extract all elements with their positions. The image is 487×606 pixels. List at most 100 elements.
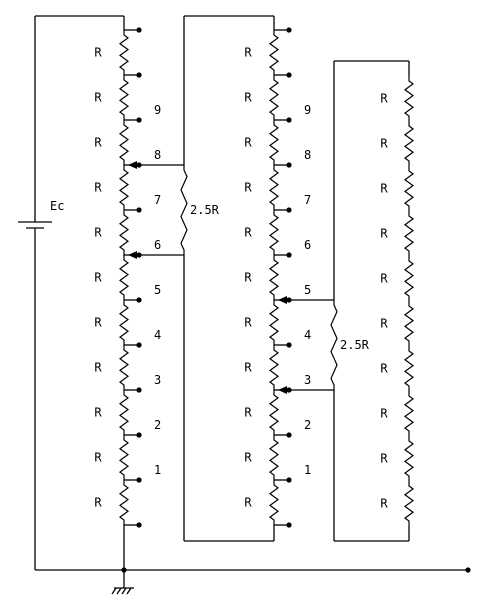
stage2-resistor-label: R: [244, 91, 252, 105]
stage1-tap-label: 8: [154, 148, 161, 162]
stage1-tap-terminal: [136, 477, 142, 483]
wiper-tap-3-arrow: [278, 386, 287, 394]
ground-hatch: [116, 587, 122, 595]
stage2-tap-terminal: [286, 207, 292, 213]
stage3-resistor: [403, 256, 415, 301]
stage1-resistor: [118, 345, 130, 390]
stage3-resistor: [403, 121, 415, 166]
stage2-resistor: [268, 345, 280, 390]
stage2-tap-terminal: [286, 342, 292, 348]
stage2-resistor: [268, 300, 280, 345]
stage2-resistor: [268, 480, 280, 525]
stage1-tap-terminal: [136, 252, 142, 258]
stage1-tap-label: 4: [154, 328, 161, 342]
stage1-resistor: [118, 210, 130, 255]
wiper-tap-8-arrow: [128, 161, 137, 169]
stage2-bridge-label: 2.5R: [190, 203, 220, 217]
stage2-tap-terminal: [286, 72, 292, 78]
wiper-tap-6-arrow: [128, 251, 137, 259]
stage3-resistor-label: R: [380, 227, 388, 241]
stage1-resistor-label: R: [94, 271, 102, 285]
stage2-bridge-resistor: [180, 165, 188, 255]
stage2-resistor: [268, 435, 280, 480]
stage2-resistor: [268, 390, 280, 435]
stage3-resistor: [403, 166, 415, 211]
stage2-resistor: [268, 30, 280, 75]
stage2-tap-terminal: [286, 387, 292, 393]
stage3-resistor-label: R: [380, 92, 388, 106]
labels: RRRRRRRRRRR987654321RRRRRRRRRRR987654321…: [50, 46, 388, 511]
resistor-chains: [118, 30, 415, 526]
stage1-resistor: [118, 75, 130, 120]
stage2-tap-label: 4: [304, 328, 311, 342]
stage1-resistor: [118, 165, 130, 210]
stage3-resistor: [403, 436, 415, 481]
stage2-tap-terminal: [286, 117, 292, 123]
stage3-resistor-label: R: [380, 317, 388, 331]
stage3-resistor-label: R: [380, 272, 388, 286]
stage1-tap-terminal: [136, 162, 142, 168]
stage2-resistor-label: R: [244, 181, 252, 195]
stage1-resistor: [118, 300, 130, 345]
stage2-resistor: [268, 75, 280, 120]
stage1-resistor: [118, 255, 130, 300]
stage3-resistor-label: R: [380, 362, 388, 376]
stage2-tap-label: 9: [304, 103, 311, 117]
stage1-resistor: [118, 390, 130, 435]
stage2-resistor-label: R: [244, 451, 252, 465]
stage2-tap-terminal: [286, 477, 292, 483]
output-terminal: [465, 567, 471, 573]
stage3-bridge-label: 2.5R: [340, 338, 370, 352]
stage2-tap-label: 6: [304, 238, 311, 252]
stage2-resistor-label: R: [244, 46, 252, 60]
stage2-resistor-label: R: [244, 406, 252, 420]
stage2-resistor-label: R: [244, 496, 252, 510]
stage1-resistor-label: R: [94, 406, 102, 420]
stage1-tap-terminal: [136, 207, 142, 213]
stage2-tap-label: 3: [304, 373, 311, 387]
stage1-resistor-label: R: [94, 361, 102, 375]
stage1-resistor-label: R: [94, 46, 102, 60]
source-label: Ec: [50, 199, 64, 213]
stage2-tap-label: 7: [304, 193, 311, 207]
stage1-tap-label: 1: [154, 463, 161, 477]
stage1-tap-label: 9: [154, 103, 161, 117]
stage1-resistor-label: R: [94, 181, 102, 195]
stage2-resistor-label: R: [244, 271, 252, 285]
stage2-tap-label: 8: [304, 148, 311, 162]
stage3-resistor-label: R: [380, 137, 388, 151]
stage3-resistor: [403, 346, 415, 391]
stage2-resistor: [268, 255, 280, 300]
stage2-tap-terminal: [286, 27, 292, 33]
stage2-resistor-label: R: [244, 136, 252, 150]
stage2-resistor-label: R: [244, 316, 252, 330]
stage1-tap-terminal: [136, 342, 142, 348]
stage1-tap-terminal: [136, 432, 142, 438]
stage1-tap-terminal: [136, 522, 142, 528]
stage2-tap-label: 5: [304, 283, 311, 297]
stage3-resistor-label: R: [380, 497, 388, 511]
stage2-resistor: [268, 165, 280, 210]
stage1-tap-label: 7: [154, 193, 161, 207]
stage1-resistor-label: R: [94, 136, 102, 150]
wiper-tap-5-arrow: [278, 296, 287, 304]
stage2-resistor-label: R: [244, 361, 252, 375]
stage1-tap-label: 6: [154, 238, 161, 252]
stage1-tap-terminal: [136, 27, 142, 33]
stage3-resistor: [403, 391, 415, 436]
stage2-tap-terminal: [286, 162, 292, 168]
wires: [18, 15, 468, 595]
stage1-resistor: [118, 480, 130, 525]
stage2-resistor: [268, 210, 280, 255]
stage2-resistor: [268, 120, 280, 165]
stage1-resistor: [118, 120, 130, 165]
stage3-resistor: [403, 481, 415, 526]
stage1-resistor: [118, 435, 130, 480]
stage3-bridge-resistor: [330, 300, 338, 390]
stage2-tap-terminal: [286, 297, 292, 303]
stage1-tap-label: 5: [154, 283, 161, 297]
stage1-resistor-label: R: [94, 496, 102, 510]
stage2-tap-label: 1: [304, 463, 311, 477]
ground-junction: [121, 567, 127, 573]
